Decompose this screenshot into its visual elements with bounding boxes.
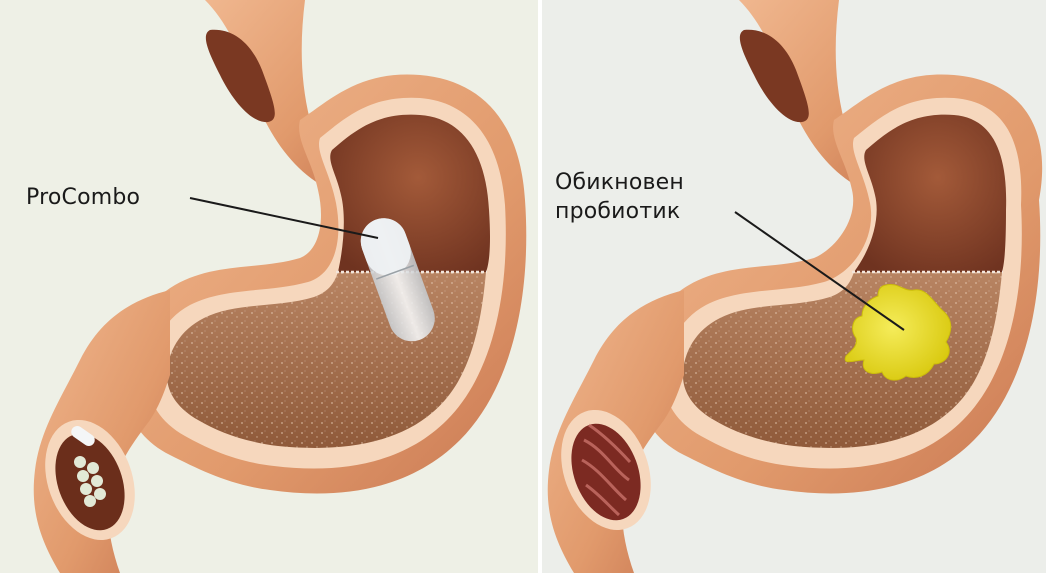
panel-regular-probiotic: Обикновен пробиотик: [542, 0, 1046, 573]
label-procombo-line-1: ProCombo: [26, 183, 140, 212]
stomach-illustration-left: [0, 0, 538, 573]
label-regular-probiotic-line-2: пробиотик: [555, 197, 684, 226]
label-regular-probiotic: Обикновен пробиотик: [555, 168, 684, 226]
label-regular-probiotic-line-1: Обикновен: [555, 168, 684, 197]
panel-procombo: ProCombo: [0, 0, 538, 573]
stomach-illustration-right: [542, 0, 1046, 573]
label-procombo: ProCombo: [26, 183, 140, 212]
